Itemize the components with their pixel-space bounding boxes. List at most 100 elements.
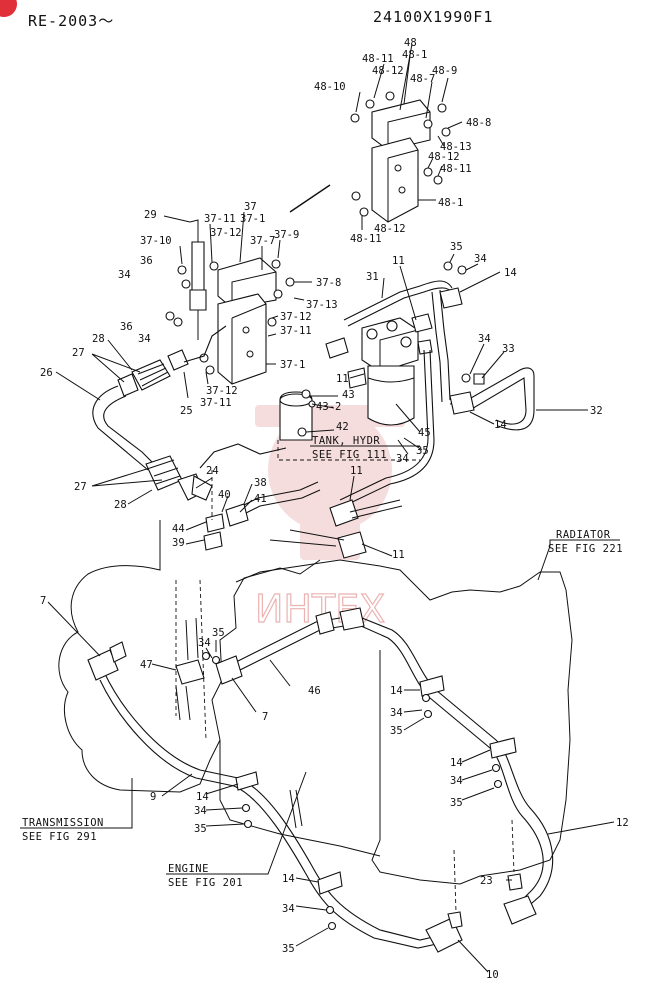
label: 35 [450,241,463,253]
label: 47 [140,659,153,671]
ref-tank-hydr-title: TANK, HYDR [312,435,380,447]
label: 31 [366,271,379,283]
label: 37-11 [204,213,236,225]
part-number: 24100X1990F1 [373,8,494,26]
label: 34 [118,269,131,281]
label: 48-12 [374,223,406,235]
label: 41 [254,493,267,505]
label: 12 [616,817,629,829]
label: 48-8 [466,117,491,129]
label: 48-13 [440,141,472,153]
label: 33 [502,343,515,355]
label: 37-13 [306,299,338,311]
ref-transmission-title: TRANSMISSION [22,817,104,829]
label: 14 [504,267,517,279]
label: 48-10 [314,81,346,93]
label: 7 [262,711,268,723]
ref-transmission-fig: SEE FIG 291 [22,831,97,843]
bracket-37-assembly [165,219,295,385]
label: 37-11 [280,325,312,337]
label: 14 [196,791,209,803]
label: 34 [194,805,207,817]
label: 25 [180,405,193,417]
label: 37-9 [274,229,299,241]
part-labels: 48 48-1 48-11 48-12 48-7 48-9 48-10 48-8… [40,37,629,981]
label: 34 [198,637,211,649]
label: 34 [282,903,295,915]
label: 43-2 [316,401,341,413]
label: 48-1 [402,49,427,61]
label: 27 [74,481,87,493]
label: 36 [120,321,133,333]
label: 46 [308,685,321,697]
label: 48-1 [438,197,463,209]
label: 34 [396,453,409,465]
label: 37-11 [200,397,232,409]
label: 32 [590,405,603,417]
label: 35 [212,627,225,639]
label: 35 [194,823,207,835]
label: 48-11 [362,53,394,65]
label: 36 [140,255,153,267]
fittings-38-44 [203,470,321,551]
model-range: RE-2003～ [28,12,115,30]
ref-tank-hydr-fig: SEE FIG 111 [312,449,387,461]
hose-46 [215,611,345,685]
label: 37-12 [210,227,242,239]
label: 11 [392,255,405,267]
figure-references: TANK, HYDR SEE FIG 111 RADIATOR SEE FIG … [22,435,623,889]
hose-31-32 [343,261,535,431]
label: 34 [478,333,491,345]
bracket-48-assembly [289,91,451,223]
label: 23 [480,875,493,887]
leader-lines [20,43,620,973]
tank-fitting-area [199,389,420,469]
label: 48 [404,37,417,49]
label: 48-12 [372,65,404,77]
label: 11 [392,549,405,561]
label: 43 [342,389,355,401]
label: 28 [92,333,105,345]
label: 9 [150,791,156,803]
label: 37-1 [280,359,305,371]
label: 48-9 [432,65,457,77]
label: 37-12 [206,385,238,397]
label: 28 [114,499,127,511]
hose-9-long [87,641,463,953]
clip-bolts [201,651,503,931]
label: 44 [172,523,185,535]
label: 42 [336,421,349,433]
transmission-outline [58,520,321,793]
label: 11 [336,373,349,385]
label: 7 [40,595,46,607]
ref-engine-fig: SEE FIG 201 [168,877,243,889]
ref-radiator-fig: SEE FIG 221 [548,543,623,555]
ref-radiator-title: RADIATOR [556,529,611,541]
label: 40 [218,489,231,501]
label: 34 [450,775,463,787]
label: 39 [172,537,185,549]
hose-12-long [339,607,554,925]
label: 29 [144,209,157,221]
label: 45 [418,427,431,439]
hose-26-assembly [92,325,227,501]
watermark-logo [255,405,405,560]
label: 34 [138,333,151,345]
label: 37 [244,201,257,213]
label: 48-12 [428,151,460,163]
label: 38 [254,477,267,489]
label: 37-12 [280,311,312,323]
fuel-filter-assembly [325,313,433,426]
label: 27 [72,347,85,359]
label: 14 [282,873,295,885]
label: 37-10 [140,235,172,247]
label: 24 [206,465,219,477]
label: 14 [390,685,403,697]
label: 35 [282,943,295,955]
label: 34 [390,707,403,719]
label: 48-11 [440,163,472,175]
ref-engine-title: ENGINE [168,863,209,875]
label: 34 [474,253,487,265]
label: 35 [416,445,429,457]
